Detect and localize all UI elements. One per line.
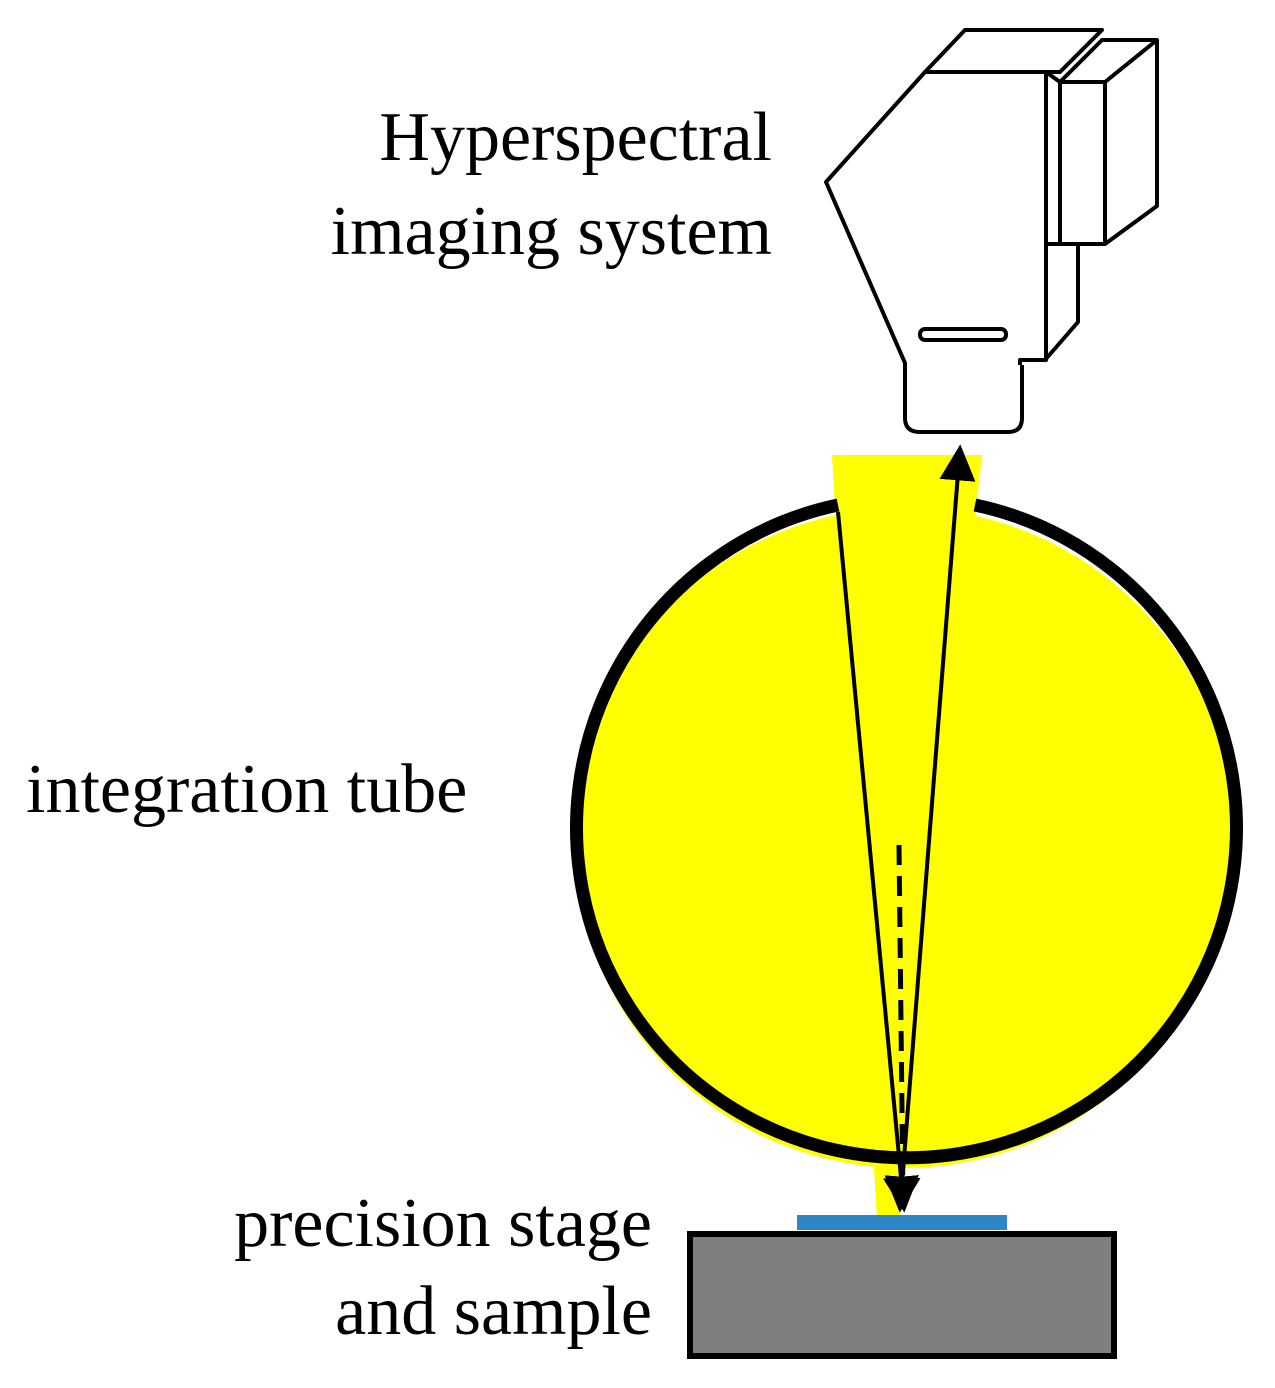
camera-label-line2: imaging system <box>331 193 772 270</box>
sample <box>797 1215 1007 1230</box>
sphere-label: integration tube <box>26 751 467 828</box>
camera-label-line1: Hyperspectral <box>379 99 772 176</box>
reflected-ray <box>884 444 976 1213</box>
camera-icon <box>824 28 1159 434</box>
precision-stage <box>687 1231 1117 1359</box>
diffuse-ray <box>896 844 906 1201</box>
stage-label-line1: precision stage <box>234 1185 652 1262</box>
stage-label-line2: and sample <box>335 1273 652 1350</box>
